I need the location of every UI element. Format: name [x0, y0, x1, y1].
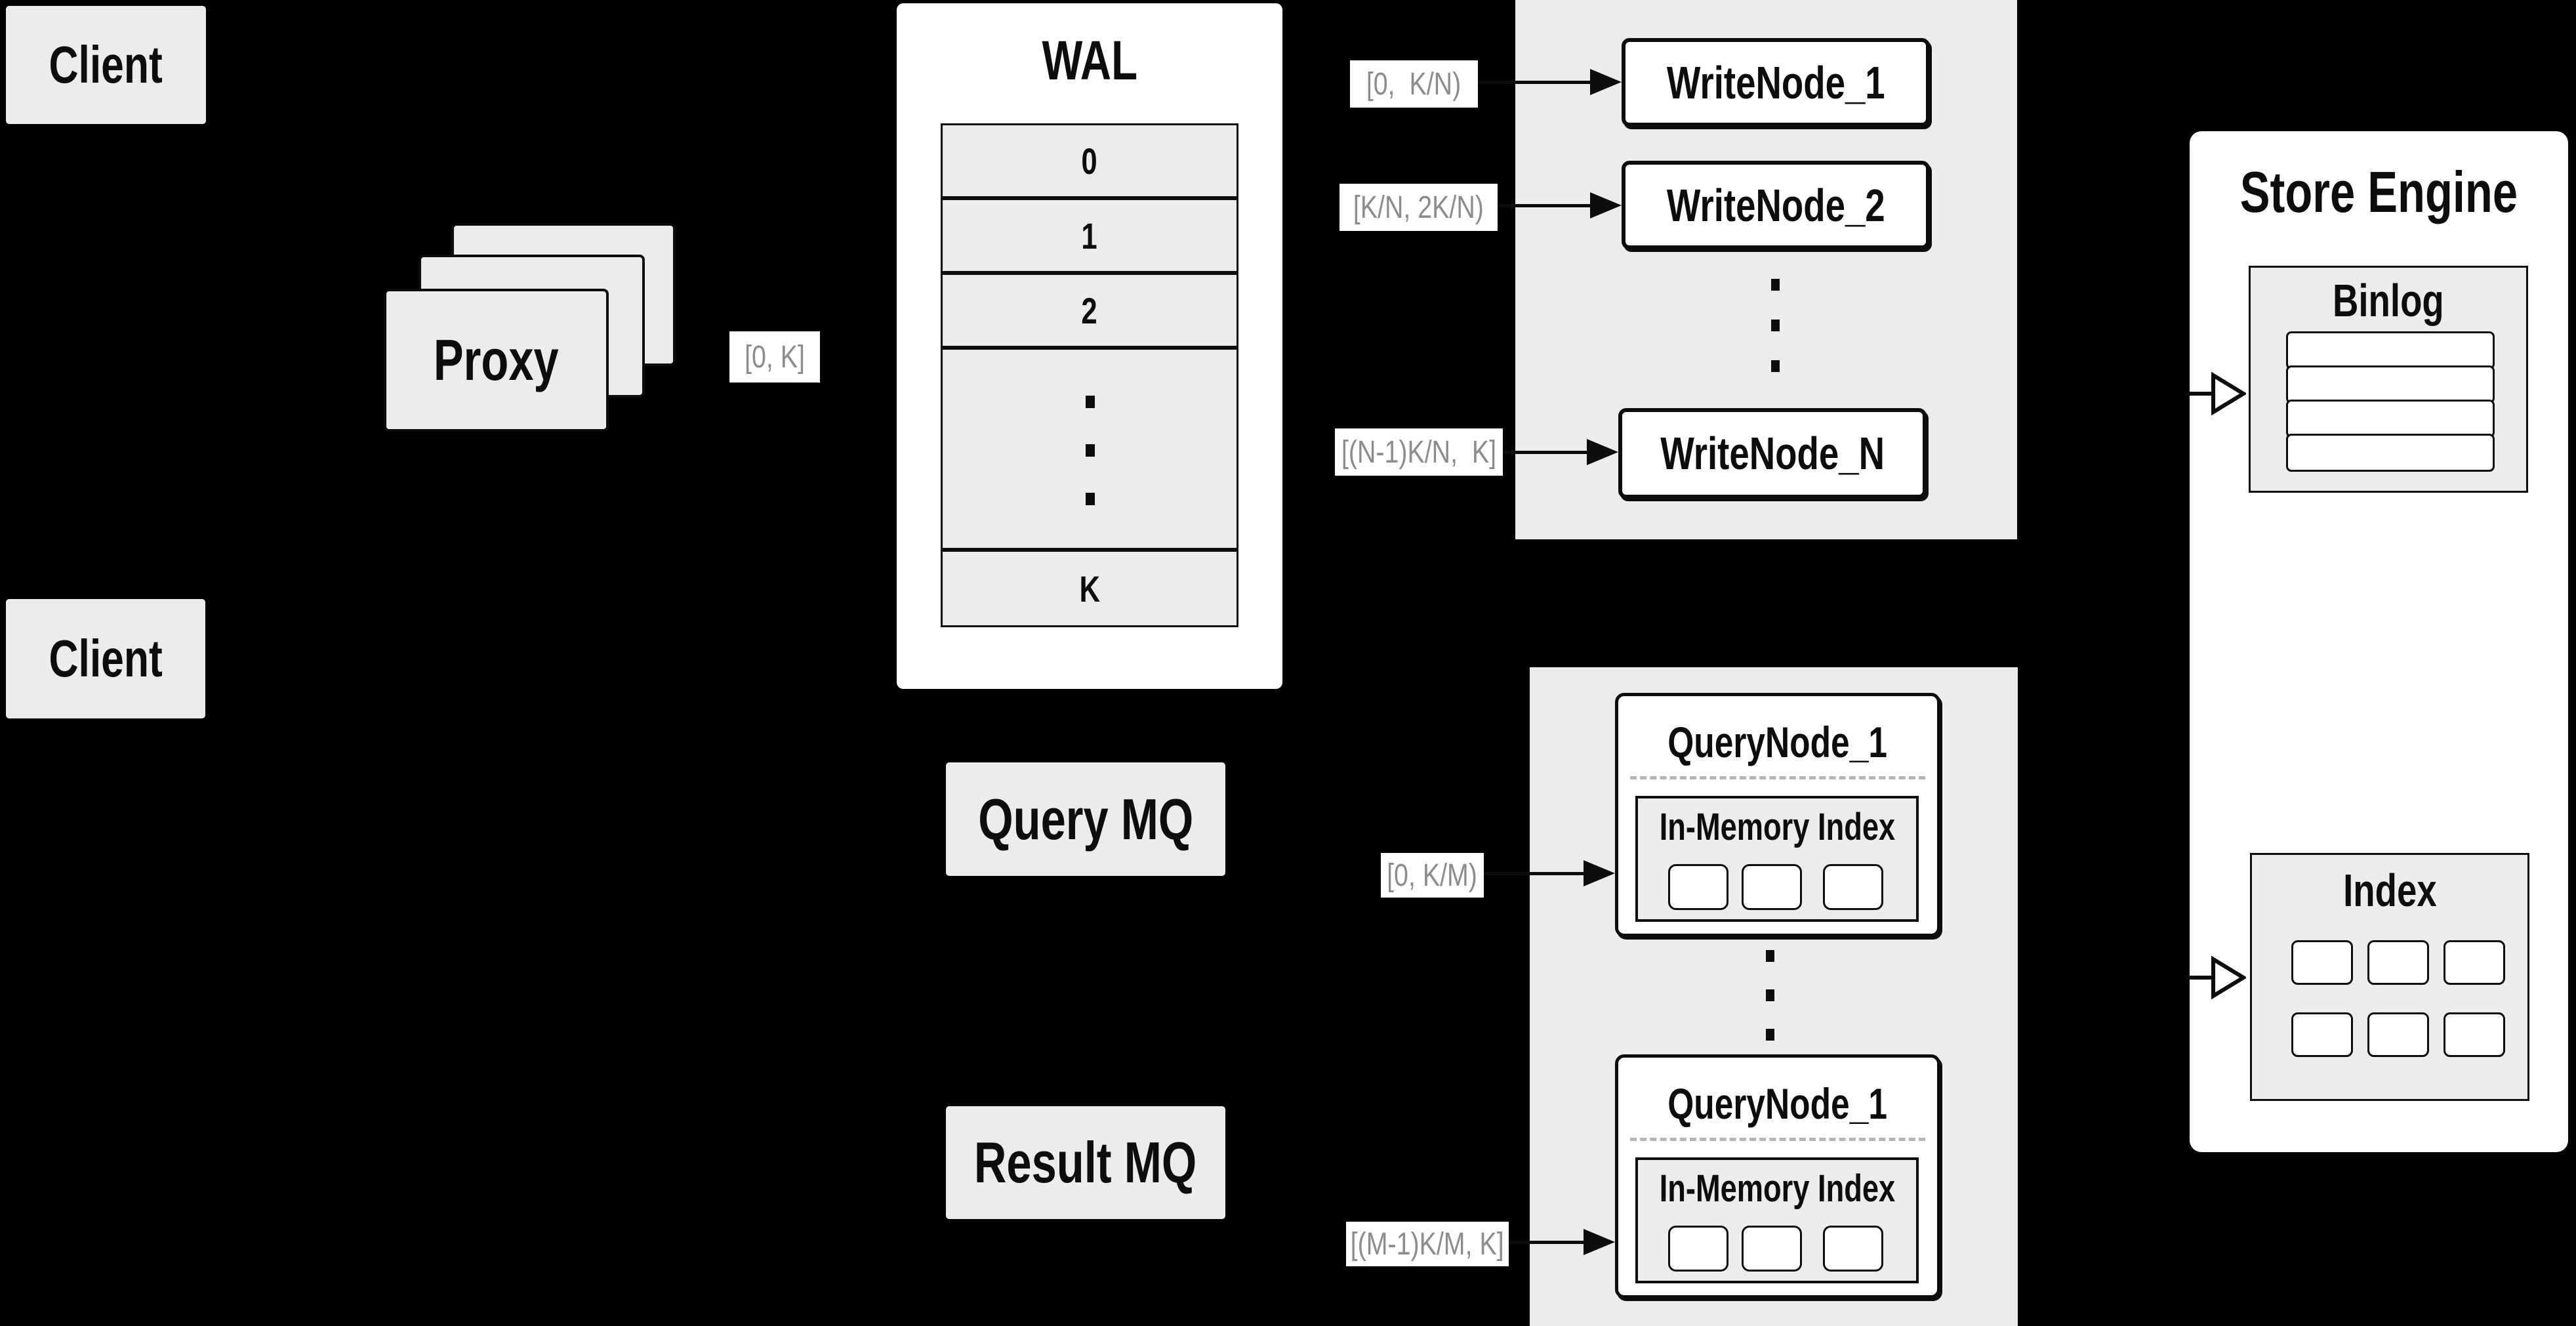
index-cell — [2291, 1012, 2353, 1057]
range-label-proxy-out: [0, K] — [729, 331, 820, 383]
range-label-write-n: [(N-1)K/N, K] — [1335, 428, 1503, 476]
write-node-1: WriteNode_1 — [1622, 38, 1930, 127]
binlog-row — [2286, 400, 2495, 438]
memory-segment-cell — [1742, 864, 1802, 910]
query-node-1-title: QueryNode_1 — [1667, 717, 1888, 766]
wal-table: 0 1 2 K — [941, 123, 1238, 627]
index-title: Index — [2342, 865, 2437, 916]
arrowhead-icon — [1590, 192, 1622, 218]
binlog-row — [2286, 434, 2495, 472]
wal-segment-k: K — [941, 550, 1238, 627]
index-cell — [2443, 940, 2505, 985]
memory-segment-cell — [1742, 1226, 1802, 1272]
arrowhead-icon — [1590, 69, 1622, 95]
wal-segment-2: 2 — [941, 273, 1238, 348]
write-node-n: WriteNode_N — [1618, 408, 1927, 499]
index-cell — [2443, 1012, 2505, 1057]
wal-title: WAL — [1042, 30, 1137, 91]
memory-segment-cell — [1823, 1226, 1883, 1272]
binlog-title: Binlog — [2333, 275, 2444, 326]
query-mq-box: Query MQ — [946, 762, 1225, 876]
index-cell — [2291, 940, 2353, 985]
index-cell — [2367, 1012, 2429, 1057]
range-label-query-m: [(M-1)K/M, K] — [1346, 1222, 1509, 1266]
index-cell — [2367, 940, 2429, 985]
wal-segment-0: 0 — [941, 123, 1238, 198]
binlog-row — [2286, 365, 2495, 404]
arrowhead-icon — [1584, 1229, 1615, 1255]
dashed-separator — [1630, 1138, 1925, 1141]
client-box-bottom: Client — [6, 599, 205, 718]
in-memory-index-box-1: In-Memory Index — [1635, 796, 1919, 922]
proxy-card-front: Proxy — [384, 289, 609, 432]
write-node-2: WriteNode_2 — [1622, 161, 1930, 249]
client-box-top: Client — [6, 6, 206, 124]
proxy-label: Proxy — [434, 327, 559, 392]
store-engine-panel: Store Engine Binlog Index — [2190, 131, 2568, 1152]
dashed-separator — [1630, 776, 1925, 779]
open-arrow-to-index-icon — [2186, 955, 2246, 1000]
query-node-2-title: QueryNode_1 — [1667, 1079, 1888, 1128]
client-top-label: Client — [49, 35, 163, 94]
memory-segment-cell — [1823, 864, 1883, 910]
in-memory-index-box-2: In-Memory Index — [1635, 1157, 1919, 1283]
range-label-write-1: [0, K/N) — [1350, 60, 1478, 108]
store-engine-title: Store Engine — [2239, 159, 2518, 224]
query-node-1: QueryNode_1 In-Memory Index — [1615, 693, 1940, 937]
range-label-write-2: [K/N, 2K/N) — [1339, 184, 1498, 231]
result-mq-box: Result MQ — [946, 1106, 1225, 1219]
index-box: Index — [2250, 853, 2529, 1101]
binlog-box: Binlog — [2249, 266, 2528, 493]
range-label-query-1: [0, K/M) — [1381, 853, 1484, 898]
memory-segment-cell — [1668, 864, 1728, 910]
memory-segment-cell — [1668, 1226, 1728, 1272]
query-node-2: QueryNode_1 In-Memory Index — [1615, 1054, 1940, 1298]
client-bottom-label: Client — [49, 629, 163, 688]
arrowhead-icon — [1584, 860, 1615, 886]
wal-panel: WAL 0 1 2 K — [897, 3, 1282, 689]
wal-segment-ellipsis — [941, 348, 1238, 550]
in-memory-index-title-2: In-Memory Index — [1659, 1167, 1895, 1210]
in-memory-index-title-1: In-Memory Index — [1659, 805, 1895, 848]
arrowhead-icon — [1587, 439, 1618, 465]
wal-segment-1: 1 — [941, 198, 1238, 273]
open-arrow-to-binlog-icon — [2186, 371, 2246, 416]
range-label-proxy-out-text: [0, K] — [745, 339, 805, 375]
binlog-row — [2286, 331, 2495, 369]
